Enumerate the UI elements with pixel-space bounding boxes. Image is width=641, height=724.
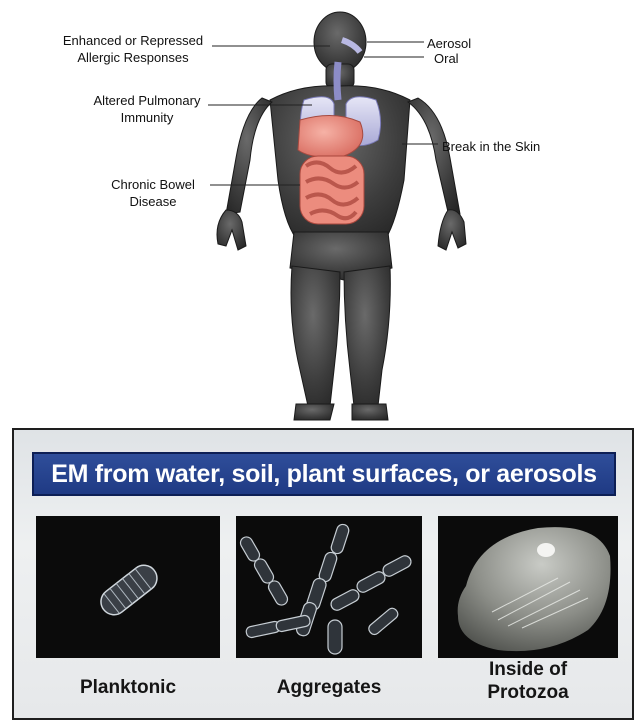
planktonic-bacterium (36, 516, 220, 658)
label-pulmonary: Altered Pulmonary Immunity (84, 92, 210, 126)
caption-protozoa: Inside of Protozoa (454, 658, 602, 704)
caption-aggregates: Aggregates (236, 676, 422, 699)
label-allergic-line2: Allergic Responses (58, 49, 208, 66)
airway (337, 62, 338, 100)
label-bowel: Chronic Bowel Disease (98, 176, 208, 210)
protozoa-image (438, 516, 618, 658)
label-allergic-line1: Enhanced or Repressed (58, 32, 208, 49)
panel-banner: EM from water, soil, plant surfaces, or … (32, 452, 616, 496)
stomach (298, 115, 363, 157)
label-bowel-line2: Disease (98, 193, 208, 210)
label-bowel-line1: Chronic Bowel (98, 176, 208, 193)
human-body-diagram: Enhanced or Repressed Allergic Responses… (0, 0, 641, 428)
label-oral: Oral (434, 50, 459, 67)
caption-planktonic: Planktonic (36, 676, 220, 699)
protozoa-cell (438, 516, 618, 658)
microbe-forms-panel: EM from water, soil, plant surfaces, or … (12, 428, 634, 720)
label-pulmonary-line1: Altered Pulmonary (84, 92, 210, 109)
aggregate-chains (236, 516, 422, 658)
label-pulmonary-line2: Immunity (84, 109, 210, 126)
aggregates-image (236, 516, 422, 658)
label-skin: Break in the Skin (442, 138, 540, 155)
planktonic-image (36, 516, 220, 658)
label-allergic: Enhanced or Repressed Allergic Responses (58, 32, 208, 66)
